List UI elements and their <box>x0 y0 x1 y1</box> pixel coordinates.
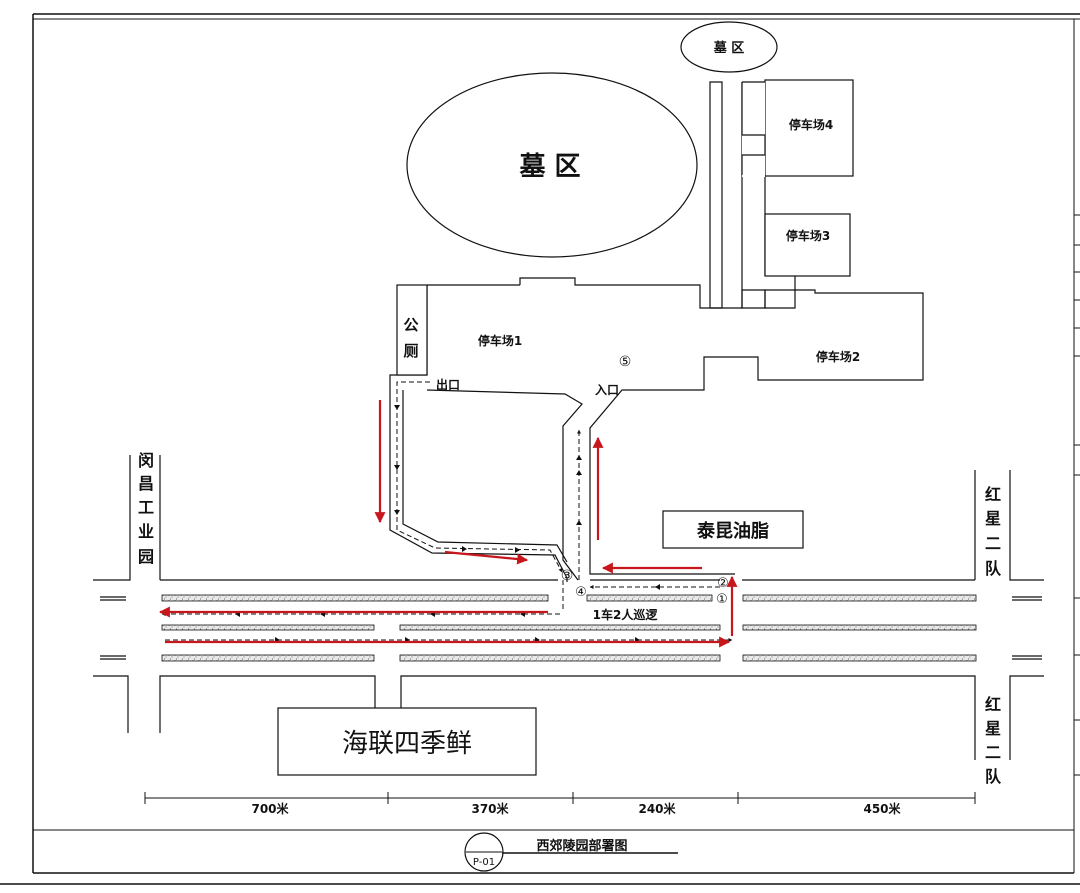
drawing-frame <box>0 13 1080 885</box>
patrol-label: 1车2人巡逻 <box>593 607 659 622</box>
svg-text:星: 星 <box>985 509 1001 528</box>
entrance-label: 入口 <box>595 383 619 397</box>
parking-1-label: 停车场1 <box>478 333 522 348</box>
svg-text:闵: 闵 <box>138 451 154 470</box>
svg-text:星: 星 <box>985 719 1001 738</box>
drawing-number: P-01 <box>473 857 495 868</box>
svg-text:二: 二 <box>985 743 1001 762</box>
hailian-label: 海联四季鲜 <box>342 729 472 759</box>
cemetery-main-label: 墓 区 <box>518 152 580 182</box>
svg-text:红: 红 <box>985 695 1001 714</box>
svg-text:二: 二 <box>985 534 1001 553</box>
svg-text:红: 红 <box>985 485 1001 504</box>
svg-text:园: 园 <box>138 547 154 566</box>
exit-label: 出口 <box>436 377 460 392</box>
taikun-label: 泰昆油脂 <box>696 520 769 542</box>
toilet-label-1: 公 <box>403 316 418 334</box>
distance-label-1: 700米 <box>251 801 289 816</box>
circle-1-label: ① <box>716 592 728 607</box>
taikun-building <box>662 510 804 549</box>
hailian-building <box>277 707 537 776</box>
minchang-label: 闵 昌 工 业 园 <box>138 451 154 566</box>
svg-text:队: 队 <box>985 559 1002 578</box>
circle-4-label: ④ <box>575 585 587 600</box>
svg-text:队: 队 <box>985 767 1002 786</box>
hongxing-bottom-label: 红 星 二 队 <box>985 695 1002 786</box>
svg-text:昌: 昌 <box>138 474 154 493</box>
median-strips <box>161 594 977 662</box>
parking-4-label: 停车场4 <box>789 117 833 132</box>
parking-2-label: 停车场2 <box>816 349 860 364</box>
hongxing-top-label: 红 星 二 队 <box>985 485 1002 578</box>
drawing-title: 西郊陵园部署图 <box>536 838 627 854</box>
svg-text:业: 业 <box>138 522 154 541</box>
toilet-block <box>396 284 428 376</box>
road-edges <box>93 455 1044 760</box>
cemetery-small-ellipse <box>680 21 778 73</box>
toilet-label-2: 厕 <box>403 342 418 360</box>
distance-label-2: 370米 <box>471 801 509 816</box>
red-route-arrows <box>158 400 738 648</box>
cemetery-small-label: 墓 区 <box>713 40 745 56</box>
cemetery-main-ellipse <box>406 72 698 258</box>
circle-3-label: ③ <box>561 568 574 584</box>
circle-5-label: ⑤ <box>619 354 632 370</box>
main-parking-outline <box>519 277 924 575</box>
distance-label-4: 450米 <box>863 801 901 816</box>
parking-structures <box>709 79 854 309</box>
parking-3-label: 停车场3 <box>786 228 830 243</box>
dimension-line <box>144 792 976 804</box>
svg-text:工: 工 <box>138 498 154 517</box>
circle-2-label: ② <box>717 576 729 591</box>
distance-label-3: 240米 <box>638 801 676 816</box>
